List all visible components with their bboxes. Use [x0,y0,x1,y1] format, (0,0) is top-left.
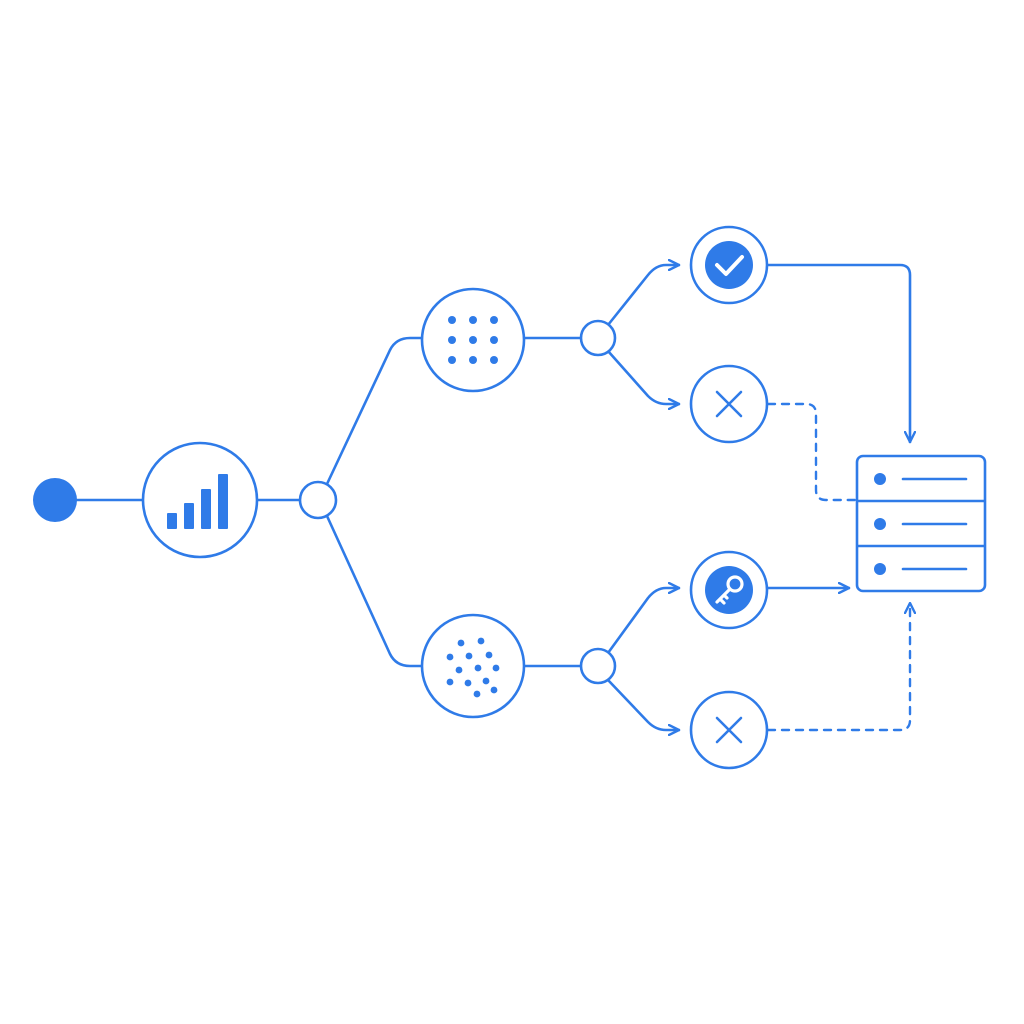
scattered-dots-icon [446,637,500,698]
check-icon [715,255,744,276]
analyze-node[interactable] [141,441,259,559]
edge-approved-server [766,263,910,444]
approved-node[interactable] [689,225,769,305]
close-icon [715,716,743,744]
split-junction[interactable] [298,480,338,520]
edge-split-grid [325,336,423,486]
edge-split-scatter [325,514,423,668]
close-icon [715,390,743,418]
edge-lower-junction-key [606,588,681,655]
upper-junction[interactable] [579,319,617,357]
key-icon [715,575,744,605]
key-access-node[interactable] [689,550,769,630]
edge-rejected-upper-server [766,402,858,502]
rejected-lower-node[interactable] [689,690,769,770]
rejected-upper-node[interactable] [689,364,769,444]
edge-upper-junction-approved [606,265,681,327]
edge-upper-junction-rejected [606,349,681,404]
grid-cluster-node[interactable] [420,287,526,393]
edge-lower-junction-rejected [606,678,681,730]
lower-junction[interactable] [579,647,617,685]
bar-chart-icon [167,474,228,529]
edge-rejected-lower-server [766,601,910,732]
start-node[interactable] [33,478,77,522]
server-node[interactable] [855,454,987,593]
dot-grid-icon [448,316,498,364]
server-stack-icon [855,454,987,593]
scatter-cluster-node[interactable] [420,613,526,719]
